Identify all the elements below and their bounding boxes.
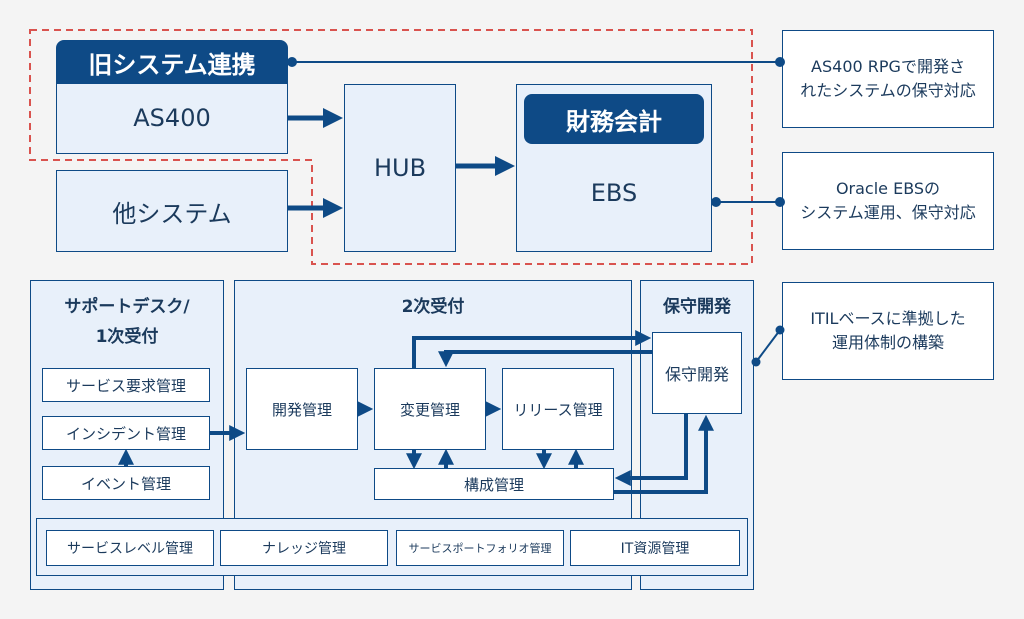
connector-dot [711,197,721,207]
portfolio-label: サービスポートフォリオ管理 [408,542,552,555]
ebs-label: EBS [590,179,638,207]
itil-note-box: ITILベースに準拠した 運用体制の構築 [782,282,994,380]
ebs-note: Oracle EBSの システム運用、保守対応 [800,179,976,222]
knowledge-label: ナレッジ管理 [262,541,346,557]
service-request-label: サービス要求管理 [65,376,186,395]
incident-label: インシデント管理 [65,424,186,443]
release-mgmt-label: リリース管理 [513,400,603,419]
legacy-integration-tab: 旧システム連携 [56,40,288,84]
hub-box: HUB [344,84,456,252]
config-mgmt-box: 構成管理 [374,468,614,500]
connector-dot [287,57,297,67]
release-mgmt-box: リリース管理 [502,368,614,450]
as400-note-box: AS400 RPGで開発さ れたシステムの保守対応 [782,30,994,128]
incident-box: インシデント管理 [42,416,210,450]
dev-mgmt-label: 開発管理 [271,400,332,419]
it-resource-box: IT資源管理 [570,530,740,566]
service-desk-title: サポートデスク/ 1次受付 [64,297,190,347]
itil-note: ITILベースに準拠した 運用体制の構築 [810,309,966,352]
second-line-title: 2次受付 [401,297,465,317]
it-resource-label: IT資源管理 [620,541,690,557]
hub-label: HUB [373,154,427,182]
connector-itil-note [755,329,781,363]
maintenance-title: 保守開発 [663,297,731,317]
finance-label: 財務会計 [566,107,662,136]
as400-label: AS400 [133,104,211,132]
legacy-integration-label: 旧システム連携 [88,50,256,79]
change-mgmt-label: 変更管理 [399,400,460,419]
knowledge-box: ナレッジ管理 [220,530,388,566]
other-systems-box: 他システム [56,170,288,252]
service-level-label: サービスレベル管理 [67,541,193,557]
service-level-box: サービスレベル管理 [46,530,214,566]
as400-note: AS400 RPGで開発さ れたシステムの保守対応 [800,57,976,100]
service-request-box: サービス要求管理 [42,368,210,402]
as400-box: AS400 [56,82,288,154]
other-systems-label: 他システム [112,199,232,228]
event-box: イベント管理 [42,466,210,500]
config-mgmt-label: 構成管理 [463,475,524,494]
event-label: イベント管理 [80,474,171,493]
ebs-note-box: Oracle EBSの システム運用、保守対応 [782,152,994,250]
maintenance-label: 保守開発 [664,365,729,384]
change-mgmt-box: 変更管理 [374,368,486,450]
maintenance-box: 保守開発 [652,332,742,414]
finance-tab: 財務会計 [524,94,704,144]
dev-mgmt-box: 開発管理 [246,368,358,450]
portfolio-box: サービスポートフォリオ管理 [396,530,564,566]
